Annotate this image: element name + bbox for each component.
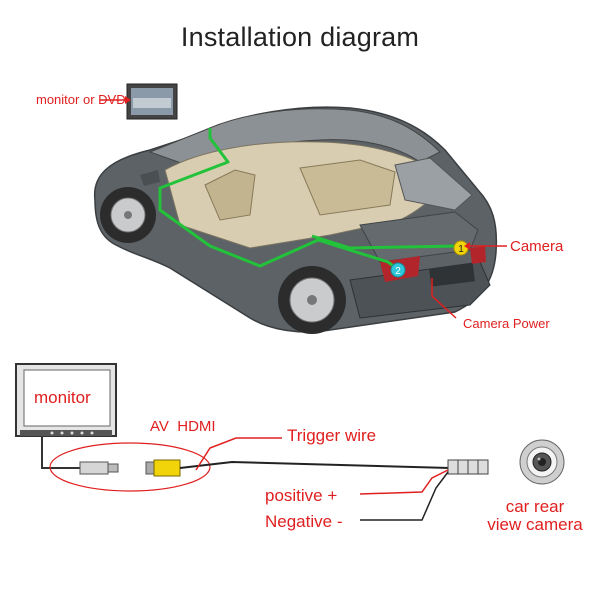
av-hdmi-label: AV HDMI — [150, 418, 216, 435]
car-rear-view-camera-label: car rear view camera — [470, 498, 600, 534]
positive-wire — [359, 469, 449, 495]
monitor-cable — [41, 436, 80, 469]
negative-label: Negative - — [265, 512, 343, 531]
camera-power-label: Camera Power — [463, 316, 550, 331]
camera-cable-connector — [447, 459, 489, 475]
diagram-title: Installation diagram — [180, 22, 420, 52]
power-marker-number: 2 — [395, 266, 401, 277]
negative-wire — [360, 471, 449, 521]
rear-view-camera — [519, 439, 565, 485]
monitor-screen-label: monitor — [34, 388, 91, 407]
connector-highlight-ellipse — [49, 442, 211, 492]
green-wiring-route — [158, 128, 461, 270]
car-rear-view-camera-line2: view camera — [487, 515, 583, 534]
car-rear-view-camera-line1: car rear — [505, 497, 565, 516]
camera-marker-number: 1 — [458, 244, 464, 255]
car-side-mirror — [140, 170, 160, 186]
car-trunk — [359, 211, 479, 263]
main-video-cable — [179, 460, 451, 469]
car-tail-light-right — [470, 246, 486, 264]
female-rca-connector — [79, 461, 119, 475]
monitor-device — [15, 363, 117, 437]
camera-power-pointer — [431, 278, 457, 319]
car-rear-window — [394, 157, 473, 211]
car-license-plate — [429, 263, 475, 287]
male-rca-connector — [145, 459, 181, 477]
car-front-seats — [204, 169, 256, 221]
positive-label: positive + — [265, 486, 338, 505]
trigger-wire — [195, 437, 282, 471]
monitor-or-dvd-label: monitor or DVD — [36, 92, 126, 107]
dvd-monitor-thumbnail — [126, 83, 178, 120]
trigger-wire-label: Trigger wire — [287, 426, 377, 445]
power-marker — [390, 262, 406, 278]
camera-label: Camera — [510, 238, 564, 255]
car-rear-seats — [299, 159, 396, 216]
